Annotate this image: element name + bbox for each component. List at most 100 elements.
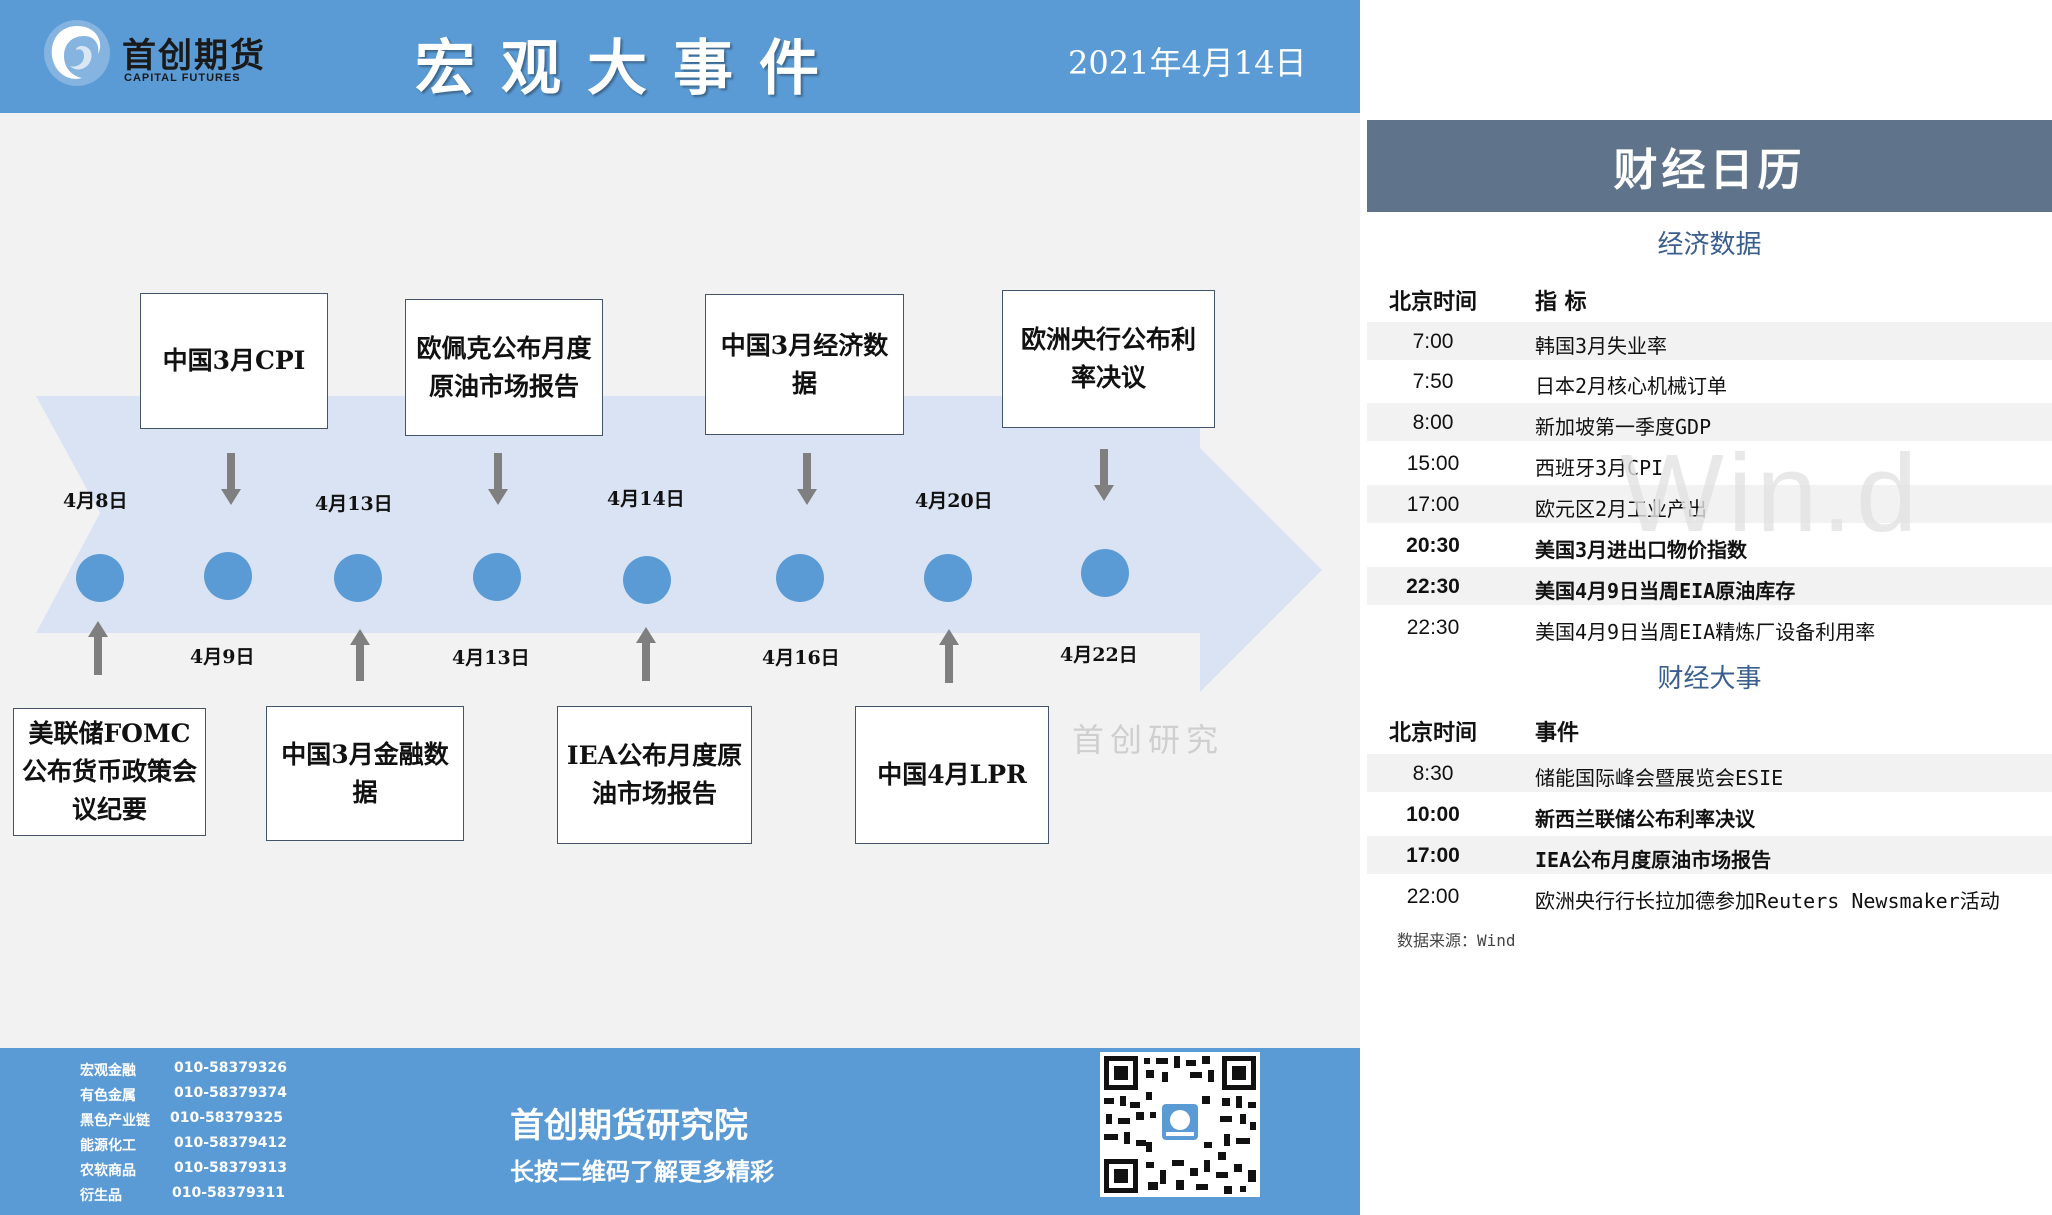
row-item: 美国3月进出口物价指数: [1535, 538, 1748, 562]
logo-swirl-icon: [44, 20, 110, 86]
date-label-top: 4月8日: [63, 490, 128, 512]
date-label-bottom: 4月16日: [762, 647, 840, 669]
logo-text-cn: 首创期货: [122, 36, 266, 76]
econ-row: 15:00 西班牙3月CPI: [1367, 444, 2052, 482]
timeline-arrow: [36, 396, 1322, 692]
row-time: 10:00: [1406, 803, 1460, 826]
event-row: 17:00 IEA公布月度原油市场报告: [1367, 836, 2052, 874]
econ-row: 20:30 美国3月进出口物价指数: [1367, 526, 2052, 564]
row-item: 西班牙3月CPI: [1535, 456, 1664, 480]
timeline-dot: [623, 556, 671, 604]
event-row: 22:00 欧洲央行行长拉加德参加Reuters Newsmaker活动: [1367, 877, 2052, 915]
company-logo: 首创期货 CAPITAL FUTURES: [42, 18, 362, 90]
row-time: 8:30: [1412, 762, 1454, 785]
date-label-top: 4月14日: [607, 488, 685, 510]
row-time: 20:30: [1406, 534, 1460, 557]
contact-phone: 010-58379326: [174, 1060, 287, 1076]
row-item: 日本2月核心机械订单: [1535, 374, 1728, 398]
timeline-dot: [334, 554, 382, 602]
up-arrows: [88, 621, 959, 683]
event-box-top: 欧佩克公布月度原油市场报告: [405, 299, 603, 436]
econ-row: 7:00 韩国3月失业率: [1367, 322, 2052, 360]
contact-dept: 农软商品: [80, 1163, 136, 1179]
row-time: 22:30: [1406, 575, 1460, 598]
contact-phone: 010-58379313: [174, 1160, 287, 1176]
timeline-dot: [924, 554, 972, 602]
row-time: 7:00: [1412, 330, 1454, 353]
econ-row: 7:50 日本2月核心机械订单: [1367, 362, 2052, 400]
footer-slogan: 长按二维码了解更多精彩: [510, 1158, 774, 1186]
page-date: 2021年4月14日: [1068, 44, 1307, 82]
qr-code-icon[interactable]: [1100, 1052, 1260, 1197]
up-arrow-icon: [88, 621, 108, 675]
econ-header-time: 北京时间: [1388, 290, 1477, 315]
wind-watermark: Win.d: [1620, 432, 1922, 555]
down-arrow-icon: [797, 453, 817, 505]
contact-dept: 宏观金融: [80, 1063, 136, 1079]
page-title: 宏观大事件: [415, 34, 845, 104]
row-time: 15:00: [1406, 452, 1460, 475]
timeline-dot: [1081, 549, 1129, 597]
contact-dept: 能源化工: [80, 1138, 136, 1154]
timeline-dot: [776, 554, 824, 602]
event-box-bottom: 美联储FOMC公布货币政策会议纪要: [13, 708, 206, 836]
row-item: 储能国际峰会暨展览会ESIE: [1535, 766, 1784, 790]
event-box-top: 中国3月经济数据: [705, 294, 904, 435]
event-box-top: 欧洲央行公布利率决议: [1002, 290, 1215, 428]
up-arrow-icon: [350, 629, 370, 681]
timeline-dot: [473, 553, 521, 601]
watermark-text: 首创研究: [1072, 721, 1225, 759]
econ-row: 17:00 欧元区2月工业产出: [1367, 485, 2052, 523]
row-time: 17:00: [1406, 844, 1460, 867]
contact-dept: 有色金属: [80, 1088, 136, 1104]
event-row: 10:00 新西兰联储公布利率决议: [1367, 795, 2052, 833]
row-time: 7:50: [1412, 370, 1454, 393]
event-box-bottom: 中国3月金融数据: [266, 706, 464, 841]
row-item: 新加坡第一季度GDP: [1535, 415, 1712, 439]
row-time: 8:00: [1412, 411, 1454, 434]
event-box-bottom: IEA公布月度原油市场报告: [557, 706, 752, 844]
down-arrow-icon: [488, 453, 508, 505]
contact-dept: 黑色产业链: [80, 1113, 150, 1129]
econ-section-title: 经济数据: [1657, 229, 1762, 260]
footer-org-name: 首创期货研究院: [510, 1106, 748, 1146]
econ-row: 22:30 美国4月9日当周EIA精炼厂设备利用率: [1367, 608, 2052, 646]
date-label-bottom: 4月13日: [452, 647, 530, 669]
row-item: 韩国3月失业率: [1535, 334, 1668, 358]
event-box-bottom: 中国4月LPR: [855, 706, 1049, 844]
econ-header-item: 指 标: [1535, 290, 1587, 315]
logo-text-en: CAPITAL FUTURES: [124, 72, 241, 84]
econ-row: 8:00 新加坡第一季度GDP: [1367, 403, 2052, 441]
row-item: 美国4月9日当周EIA原油库存: [1535, 579, 1796, 603]
contact-phone: 010-58379412: [174, 1135, 287, 1151]
timeline-dot: [76, 554, 124, 602]
row-item: 美国4月9日当周EIA精炼厂设备利用率: [1535, 620, 1876, 644]
date-label-top: 4月13日: [315, 493, 393, 515]
date-label-top: 4月20日: [915, 490, 993, 512]
data-source-note: 数据来源：Wind: [1397, 931, 1516, 950]
econ-row: 22:30 美国4月9日当周EIA原油库存: [1367, 567, 2052, 605]
contact-phone: 010-58379311: [172, 1185, 285, 1201]
event-section-title: 财经大事: [1657, 663, 1762, 694]
date-label-bottom: 4月9日: [190, 646, 255, 668]
contact-phone: 010-58379374: [174, 1085, 287, 1101]
event-box-top: 中国3月CPI: [140, 293, 328, 429]
row-item: 欧元区2月工业产出: [1535, 497, 1708, 521]
row-time: 22:30: [1406, 616, 1460, 639]
up-arrow-icon: [636, 627, 656, 681]
down-arrow-icon: [221, 453, 241, 505]
event-header-item: 事件: [1535, 721, 1580, 746]
timeline-graphic: [36, 396, 1322, 692]
row-item: 欧洲央行行长拉加德参加Reuters Newsmaker活动: [1535, 889, 2000, 913]
timeline-dot: [204, 552, 252, 600]
row-time: 17:00: [1406, 493, 1460, 516]
event-row: 8:30 储能国际峰会暨展览会ESIE: [1367, 754, 2052, 792]
row-item: 新西兰联储公布利率决议: [1535, 807, 1755, 831]
timeline-dots: [76, 549, 1129, 604]
event-column-header: 北京时间 事件: [1367, 706, 2052, 750]
header-bar: [0, 0, 1360, 113]
date-label-bottom: 4月22日: [1060, 644, 1138, 666]
calendar-title: 财经日历: [1367, 120, 2052, 212]
econ-column-header: 北京时间 指 标: [1367, 275, 2052, 319]
down-arrow-icon: [1094, 449, 1114, 501]
